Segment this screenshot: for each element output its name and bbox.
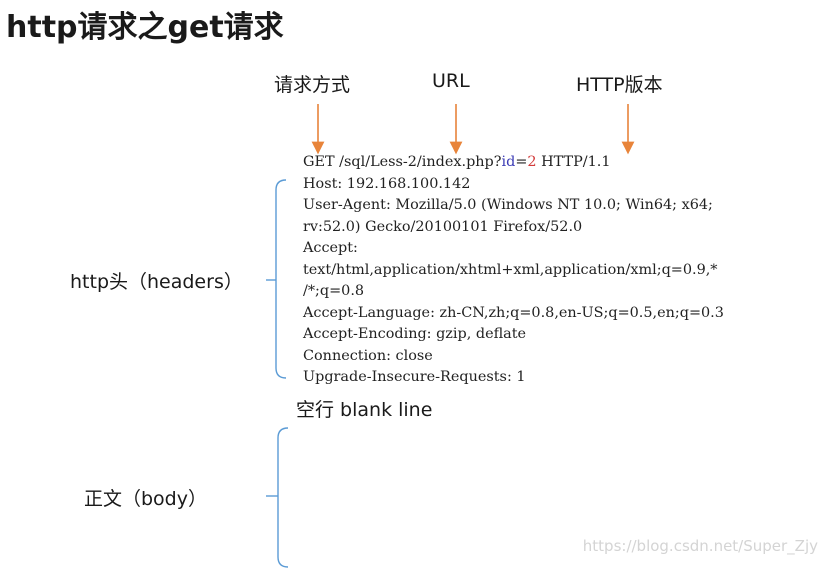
header-line: rv:52.0) Gecko/20100101 Firefox/52.0 bbox=[303, 219, 583, 235]
request-param-equals: = bbox=[515, 154, 528, 170]
request-param-key: id bbox=[501, 154, 516, 170]
header-line: text/html,application/xhtml+xml,applicat… bbox=[303, 262, 718, 278]
label-headers: http头（headers） bbox=[70, 271, 243, 293]
header-line: Connection: close bbox=[303, 348, 433, 364]
label-body: 正文（body） bbox=[84, 488, 207, 510]
header-line: Accept-Language: zh-CN,zh;q=0.8,en-US;q=… bbox=[303, 305, 724, 321]
bracket-body bbox=[277, 427, 289, 568]
header-line: /*;q=0.8 bbox=[303, 283, 365, 299]
label-blank-line: 空行 blank line bbox=[296, 399, 433, 421]
page-title: http请求之get请求 bbox=[6, 10, 284, 45]
watermark: https://blog.csdn.net/Super_Zjy bbox=[582, 537, 818, 555]
header-line: Accept-Encoding: gzip, deflate bbox=[303, 326, 527, 342]
request-line-suffix: HTTP/1.1 bbox=[536, 154, 611, 170]
request-line: GET /sql/Less-2/index.php?id=2 HTTP/1.1 bbox=[303, 154, 611, 170]
bracket-headers bbox=[275, 179, 287, 379]
header-line: User-Agent: Mozilla/5.0 (Windows NT 10.0… bbox=[303, 197, 713, 213]
label-http-version: HTTP版本 bbox=[576, 74, 663, 96]
label-url: URL bbox=[432, 70, 470, 92]
label-request-method: 请求方式 bbox=[274, 74, 351, 96]
header-line: Host: 192.168.100.142 bbox=[303, 176, 471, 192]
header-line: Accept: bbox=[303, 240, 358, 256]
request-line-prefix: GET /sql/Less-2/index.php? bbox=[303, 154, 502, 170]
request-param-value: 2 bbox=[527, 154, 537, 170]
header-line: Upgrade-Insecure-Requests: 1 bbox=[303, 369, 526, 385]
